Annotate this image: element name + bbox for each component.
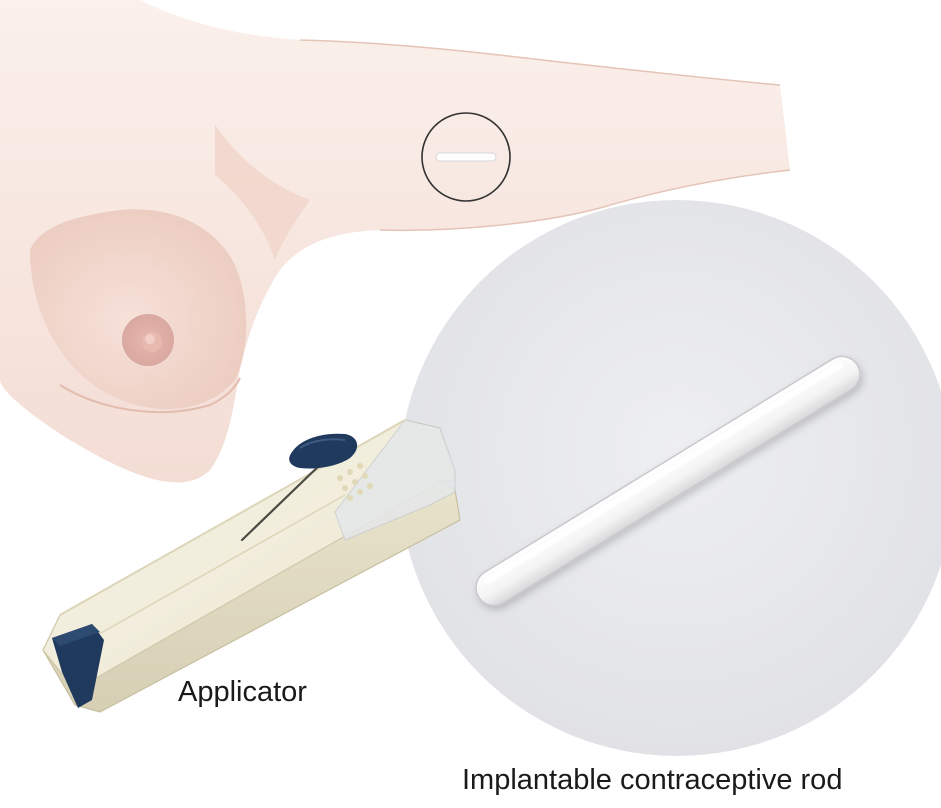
- applicator-device: [43, 420, 460, 712]
- applicator-label: Applicator: [178, 676, 307, 709]
- rod-label: Implantable contraceptive rod: [462, 764, 842, 797]
